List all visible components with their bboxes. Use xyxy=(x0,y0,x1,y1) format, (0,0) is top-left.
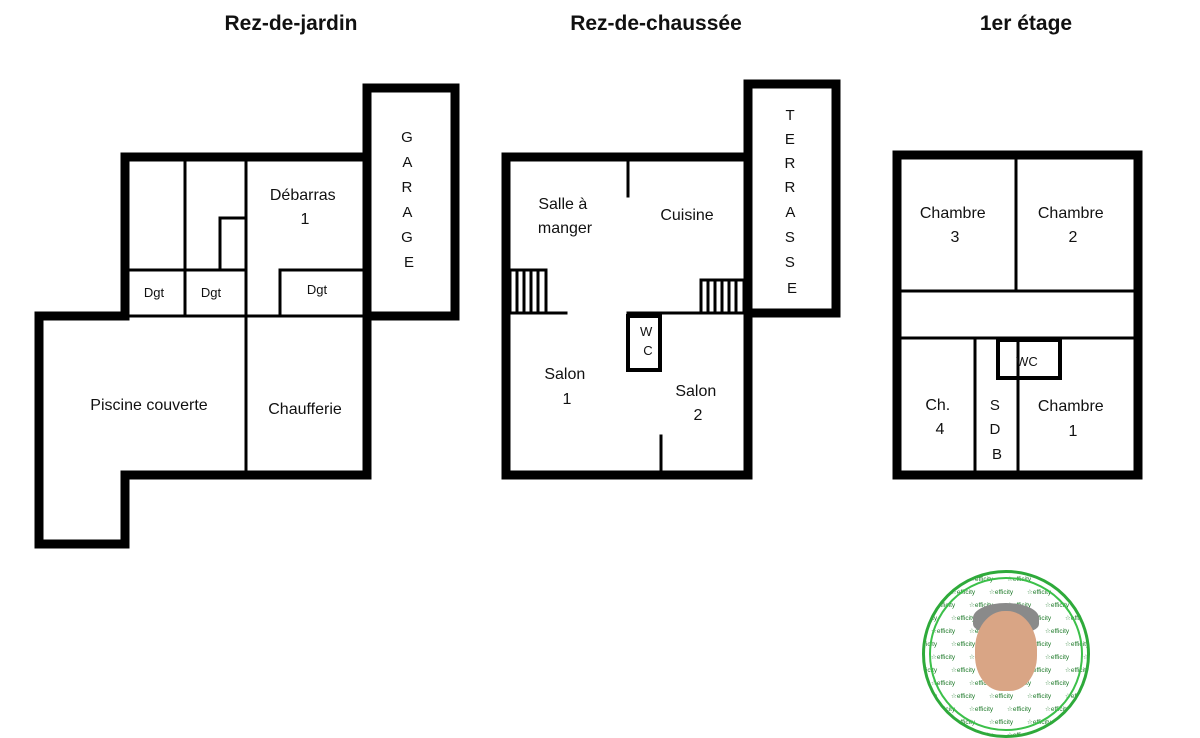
brand-watermark: ☆efficity xyxy=(925,615,938,622)
label-wc-rdc: W C xyxy=(640,324,656,358)
brand-watermark: ☆efficity xyxy=(1083,625,1087,638)
wc-box-etage xyxy=(996,338,1062,380)
brand-watermark: ☆efficity xyxy=(1065,589,1087,596)
brand-watermark: ☆efficity xyxy=(931,729,969,735)
staircase-right xyxy=(699,278,746,315)
brand-watermark: ☆efficity xyxy=(925,589,938,596)
label-salon-2: Salon 2 xyxy=(675,383,720,424)
brand-watermark: ☆efficity xyxy=(1065,719,1087,726)
wc-box xyxy=(626,314,662,372)
brand-watermark: ☆efficity xyxy=(925,719,938,726)
label-garage: G A R A G E xyxy=(401,129,417,271)
plan-rez-de-jardin: G A R A G E Débarras 1 Dgt Dgt Dgt Pisci… xyxy=(34,83,460,549)
wall-outline-rez-de-chaussee xyxy=(501,79,841,480)
brand-watermark: ☆efficity xyxy=(931,602,956,609)
label-chambre-1: Chambre 1 xyxy=(1038,398,1108,440)
label-terrasse: T E R R A S S E xyxy=(784,107,799,297)
floor-title-1er-etage: 1er étage xyxy=(979,12,1073,35)
brand-watermark: ☆efficity xyxy=(1083,729,1087,735)
brand-watermark: ☆efficity xyxy=(1045,576,1070,583)
floor-title-rez-de-chaussee: Rez-de-chaussée xyxy=(570,12,742,35)
plan-rez-de-chaussee: T E R R A S S E Salle à manger Cuisine W… xyxy=(501,79,841,480)
label-chambre-3: Chambre 3 xyxy=(920,205,990,246)
label-dgt-2: Dgt xyxy=(201,285,222,300)
label-dgt-1: Dgt xyxy=(144,285,165,300)
brand-watermark: ☆efficity xyxy=(1045,729,1083,735)
label-salon-1: Salon 1 xyxy=(544,366,589,408)
label-chaufferie: Chaufferie xyxy=(268,401,342,418)
floor-title-rez-de-jardin: Rez-de-jardin xyxy=(224,12,358,35)
floor-plans: G A R A G E Débarras 1 Dgt Dgt Dgt Pisci… xyxy=(34,79,1143,549)
label-chambre-2: Chambre 2 xyxy=(1038,205,1108,246)
brand-watermark: ☆efficity xyxy=(1083,677,1087,690)
label-cuisine: Cuisine xyxy=(660,207,713,224)
brand-watermark: ☆efficity xyxy=(931,576,956,583)
brand-watermark: ☆efficity xyxy=(969,576,994,583)
wall-outline-1er-etage xyxy=(892,150,1143,480)
label-sdb: S D B xyxy=(989,397,1004,463)
brand-watermark: ☆efficity xyxy=(1083,651,1087,664)
brand-watermark: ☆efficity xyxy=(1083,599,1087,612)
label-ch-4: Ch. 4 xyxy=(925,397,954,438)
person-face xyxy=(975,611,1037,691)
wall-outline-rez-de-jardin xyxy=(34,83,460,549)
label-piscine-couverte: Piscine couverte xyxy=(90,397,207,414)
partition xyxy=(218,216,248,272)
brand-watermark: ☆efficity xyxy=(1065,615,1087,622)
label-debarras: Débarras 1 xyxy=(270,187,340,228)
staircase-left xyxy=(508,268,548,315)
brand-watermark: ☆efficity xyxy=(1083,703,1087,716)
brand-watermark: ☆efficity xyxy=(1083,573,1087,586)
label-wc-etage: WC xyxy=(1016,354,1038,369)
label-salle-a-manger: Salle à manger xyxy=(538,196,593,237)
agent-badge: ☆efficity☆efficity☆efficity☆efficity☆eff… xyxy=(922,570,1090,738)
label-dgt-3: Dgt xyxy=(307,282,328,297)
plan-1er-etage: Chambre 3 Chambre 2 WC Ch. 4 S D B Chamb… xyxy=(892,150,1143,480)
